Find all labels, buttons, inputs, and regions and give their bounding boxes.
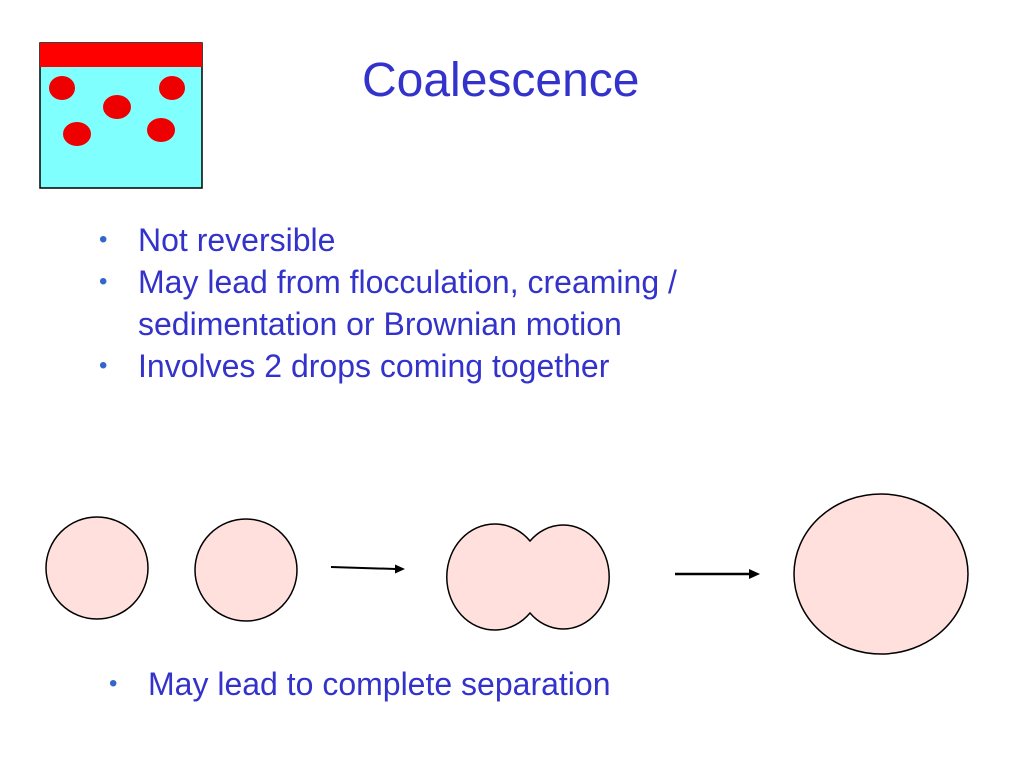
bullet-text: Involves 2 drops coming together — [138, 348, 610, 384]
bullet-list: • Not reversible • May lead from floccul… — [96, 219, 856, 387]
bullet-item: • Involves 2 drops coming together — [96, 345, 856, 387]
bullet-item: • May lead to complete separation — [106, 663, 610, 705]
drops-merging — [446, 523, 610, 631]
droplet — [63, 122, 91, 146]
drop-separate-2 — [194, 518, 298, 622]
slide-title: Coalescence — [362, 54, 640, 107]
cream-layer — [40, 43, 202, 67]
bullet-list-bottom: • May lead to complete separation — [106, 663, 610, 705]
bullet-item: • Not reversible — [96, 219, 856, 261]
bullet-item: • May lead from flocculation, creaming /… — [96, 261, 856, 345]
drop-coalesced — [793, 493, 969, 655]
bullet-dot: • — [99, 268, 108, 295]
bullet-dot: • — [99, 352, 108, 379]
arrow-icon — [675, 569, 760, 579]
droplet — [103, 95, 131, 119]
bullet-text: May lead to complete separation — [148, 666, 611, 702]
bullet-dot: • — [99, 226, 108, 253]
emulsion-beaker-icon — [39, 42, 203, 189]
drop-separate-1 — [45, 516, 149, 620]
bullet-text: Not reversible — [138, 222, 336, 258]
bullet-dot: • — [109, 670, 118, 697]
droplet — [147, 118, 175, 142]
arrow-icon — [330, 564, 405, 574]
droplet — [159, 76, 185, 100]
bullet-text: May lead from flocculation, creaming / s… — [138, 264, 677, 342]
droplet — [49, 76, 75, 100]
coalescence-diagram — [45, 493, 969, 655]
